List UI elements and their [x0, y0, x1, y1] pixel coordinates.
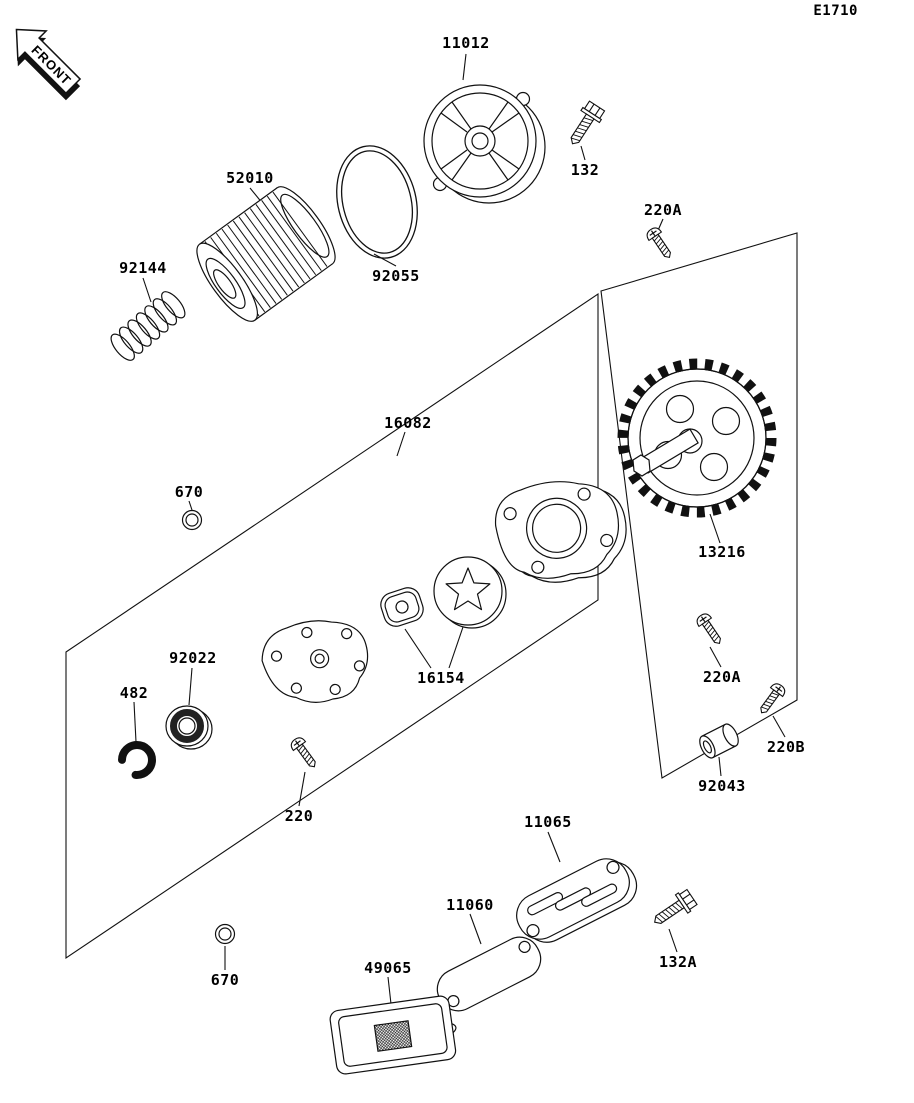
label-670-top: 670: [175, 483, 204, 501]
leader-132a: [668, 928, 678, 953]
part-92144-spring: [110, 291, 186, 361]
leader-13216: [709, 513, 721, 544]
label-220a-mid: 220A: [703, 668, 741, 686]
part-16154-outer-rotor: [433, 556, 507, 629]
part-16082-pump-body: [495, 481, 627, 583]
label-11060: 11060: [446, 896, 494, 914]
part-92043-collar: [699, 723, 739, 759]
label-11065: 11065: [524, 813, 572, 831]
part-670-o-ring-bottom: [214, 923, 236, 945]
part-220-screw: [288, 734, 322, 772]
label-16154: 16154: [417, 669, 465, 687]
leader-482: [133, 701, 137, 743]
part-13216-gear: [617, 358, 777, 518]
label-92055: 92055: [372, 267, 420, 285]
part-92055-o-ring: [336, 145, 418, 259]
leader-92144: [142, 277, 152, 303]
label-670-bottom: 670: [211, 971, 240, 989]
leader-92022: [188, 667, 193, 706]
label-92022: 92022: [169, 649, 217, 667]
label-220b: 220B: [767, 738, 805, 756]
label-220a-top: 220A: [644, 201, 682, 219]
leader-49065: [387, 976, 392, 1005]
label-92043: 92043: [698, 777, 746, 795]
label-13216: 13216: [698, 543, 746, 561]
label-49065: 49065: [364, 959, 412, 977]
label-132: 132: [571, 161, 600, 179]
leader-11065: [547, 831, 561, 863]
label-16082: 16082: [384, 414, 432, 432]
part-11065-cover: [516, 858, 638, 943]
leader-16154-a: [404, 628, 432, 669]
front-indicator: FRONT: [15, 28, 82, 101]
label-11012: 11012: [442, 34, 490, 52]
part-11012-pump-cap: [423, 84, 546, 204]
leader-16154-b: [448, 626, 464, 669]
leader-220a-mid: [709, 646, 722, 668]
leader-220b: [772, 715, 786, 738]
leader-220: [298, 771, 306, 807]
part-132a-bolt: [647, 887, 699, 932]
leader-16082: [396, 431, 406, 457]
assembly-panel-left: [65, 292, 599, 960]
leader-lines: [133, 53, 786, 1005]
label-92144: 92144: [119, 259, 167, 277]
leader-11060: [469, 913, 482, 945]
label-52010: 52010: [226, 169, 274, 187]
label-482: 482: [120, 684, 149, 702]
leader-92043: [718, 756, 722, 777]
part-52010-filter-element: [196, 186, 336, 322]
part-pump-cover-plate: [261, 620, 369, 703]
front-arrow-icon: [15, 28, 82, 95]
part-132-bolt: [562, 99, 607, 151]
leader-11012: [462, 53, 467, 81]
part-220a-screw-mid: [693, 610, 727, 649]
part-16154-inner-rotor: [380, 587, 424, 627]
leader-670-top: [188, 500, 193, 511]
part-220a-screw-top: [643, 224, 677, 263]
leader-132: [580, 145, 586, 161]
part-49065-screen: [329, 995, 457, 1075]
diagram-code: E1710: [813, 3, 858, 19]
assembly-panel-right: [600, 232, 798, 779]
label-132a: 132A: [659, 953, 697, 971]
leader-92055: [373, 253, 397, 267]
part-670-o-ring-top: [181, 509, 203, 531]
label-220: 220: [285, 807, 314, 825]
part-labels: 11012 132 52010 92055 92144 220A 16082 6…: [119, 34, 805, 989]
part-482-circlip: [118, 741, 156, 779]
part-92022-washer: [165, 705, 213, 750]
part-220b-screw: [754, 680, 788, 718]
